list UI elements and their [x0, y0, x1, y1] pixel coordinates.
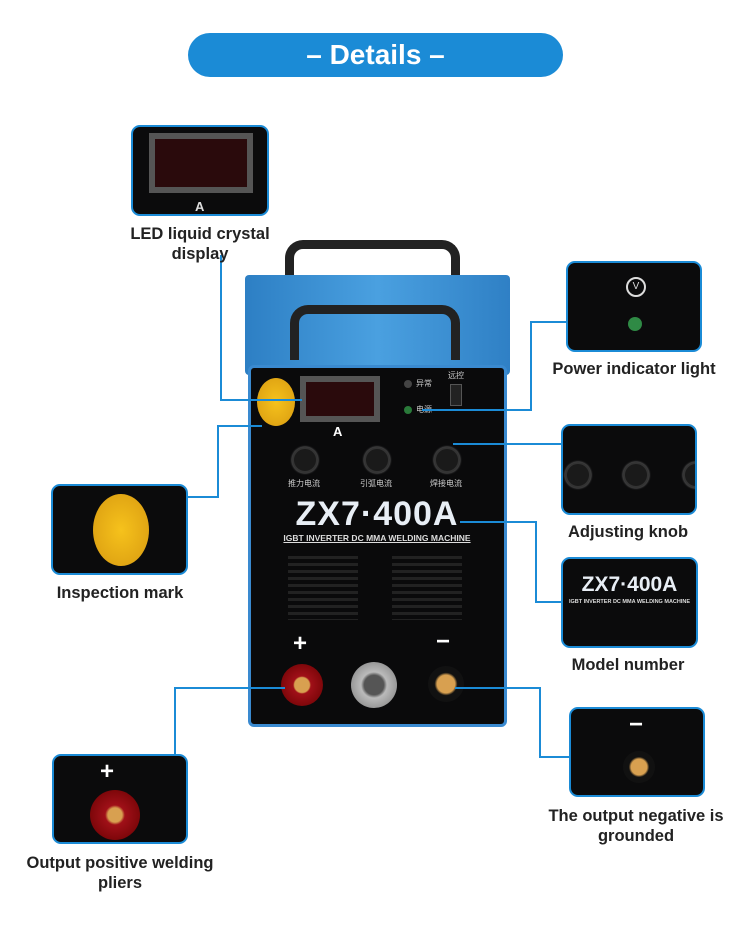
model-subtitle-zoom: IGBT INVERTER DC MMA WELDING MACHINE — [568, 599, 691, 605]
inspection-seal — [257, 378, 295, 426]
details-header: – Details – — [188, 33, 563, 77]
abnormal-label: 异常 — [416, 379, 432, 388]
power-led-zoom — [628, 317, 642, 331]
label-model-number: Model number — [571, 656, 685, 674]
remote-switch[interactable] — [450, 384, 462, 406]
positive-terminal[interactable] — [281, 664, 323, 706]
minus-symbol: − — [436, 628, 451, 655]
label-led-display: LED liquid crystal display — [130, 225, 270, 263]
knob-label: 焊接电流 — [430, 479, 462, 488]
display-unit-zoom: A — [195, 199, 205, 214]
power-led — [404, 406, 412, 414]
label-inspection-mark: Inspection mark — [56, 584, 184, 602]
callout-adjusting-knob — [561, 424, 697, 515]
plus-symbol: + — [293, 630, 308, 657]
rear-handle — [285, 240, 460, 280]
knob-thrust[interactable] — [292, 447, 318, 473]
callout-inspection-mark — [51, 484, 188, 575]
current-display — [300, 376, 380, 422]
callout-negative-ground: − — [569, 707, 705, 797]
callout-model-number: ZX7·400A IGBT INVERTER DC MMA WELDING MA… — [561, 557, 698, 648]
callout-positive-pliers: + — [52, 754, 188, 844]
remote-label: 远控 — [448, 371, 464, 380]
label-negative-ground: The output negative is grounded — [548, 807, 724, 845]
vent-left — [288, 552, 358, 620]
knob-weld[interactable] — [434, 447, 460, 473]
label-power-light: Power indicator light — [552, 360, 716, 378]
minus-symbol-zoom: − — [629, 711, 644, 738]
knob-label: 推力电流 — [288, 479, 320, 488]
display-unit: A — [333, 424, 343, 439]
label-adjusting-knob: Adjusting knob — [567, 523, 689, 541]
front-handle — [290, 305, 460, 360]
knob-arc[interactable] — [364, 447, 390, 473]
model-text-zoom: ZX7·400A — [581, 573, 678, 596]
model-text: ZX7·400A — [295, 495, 459, 533]
label-positive-pliers: Output positive welding pliers — [26, 854, 214, 892]
knob-label: 引弧电流 — [360, 479, 392, 488]
control-socket[interactable] — [351, 662, 397, 708]
callout-power-light: V — [566, 261, 702, 352]
machine-top — [245, 275, 510, 375]
callout-led-display: A — [131, 125, 269, 216]
negative-terminal[interactable] — [428, 666, 464, 702]
vent-right — [392, 552, 462, 620]
model-subtitle: IGBT INVERTER DC MMA WELDING MACHINE — [283, 533, 471, 543]
plus-symbol-zoom: + — [100, 758, 115, 785]
